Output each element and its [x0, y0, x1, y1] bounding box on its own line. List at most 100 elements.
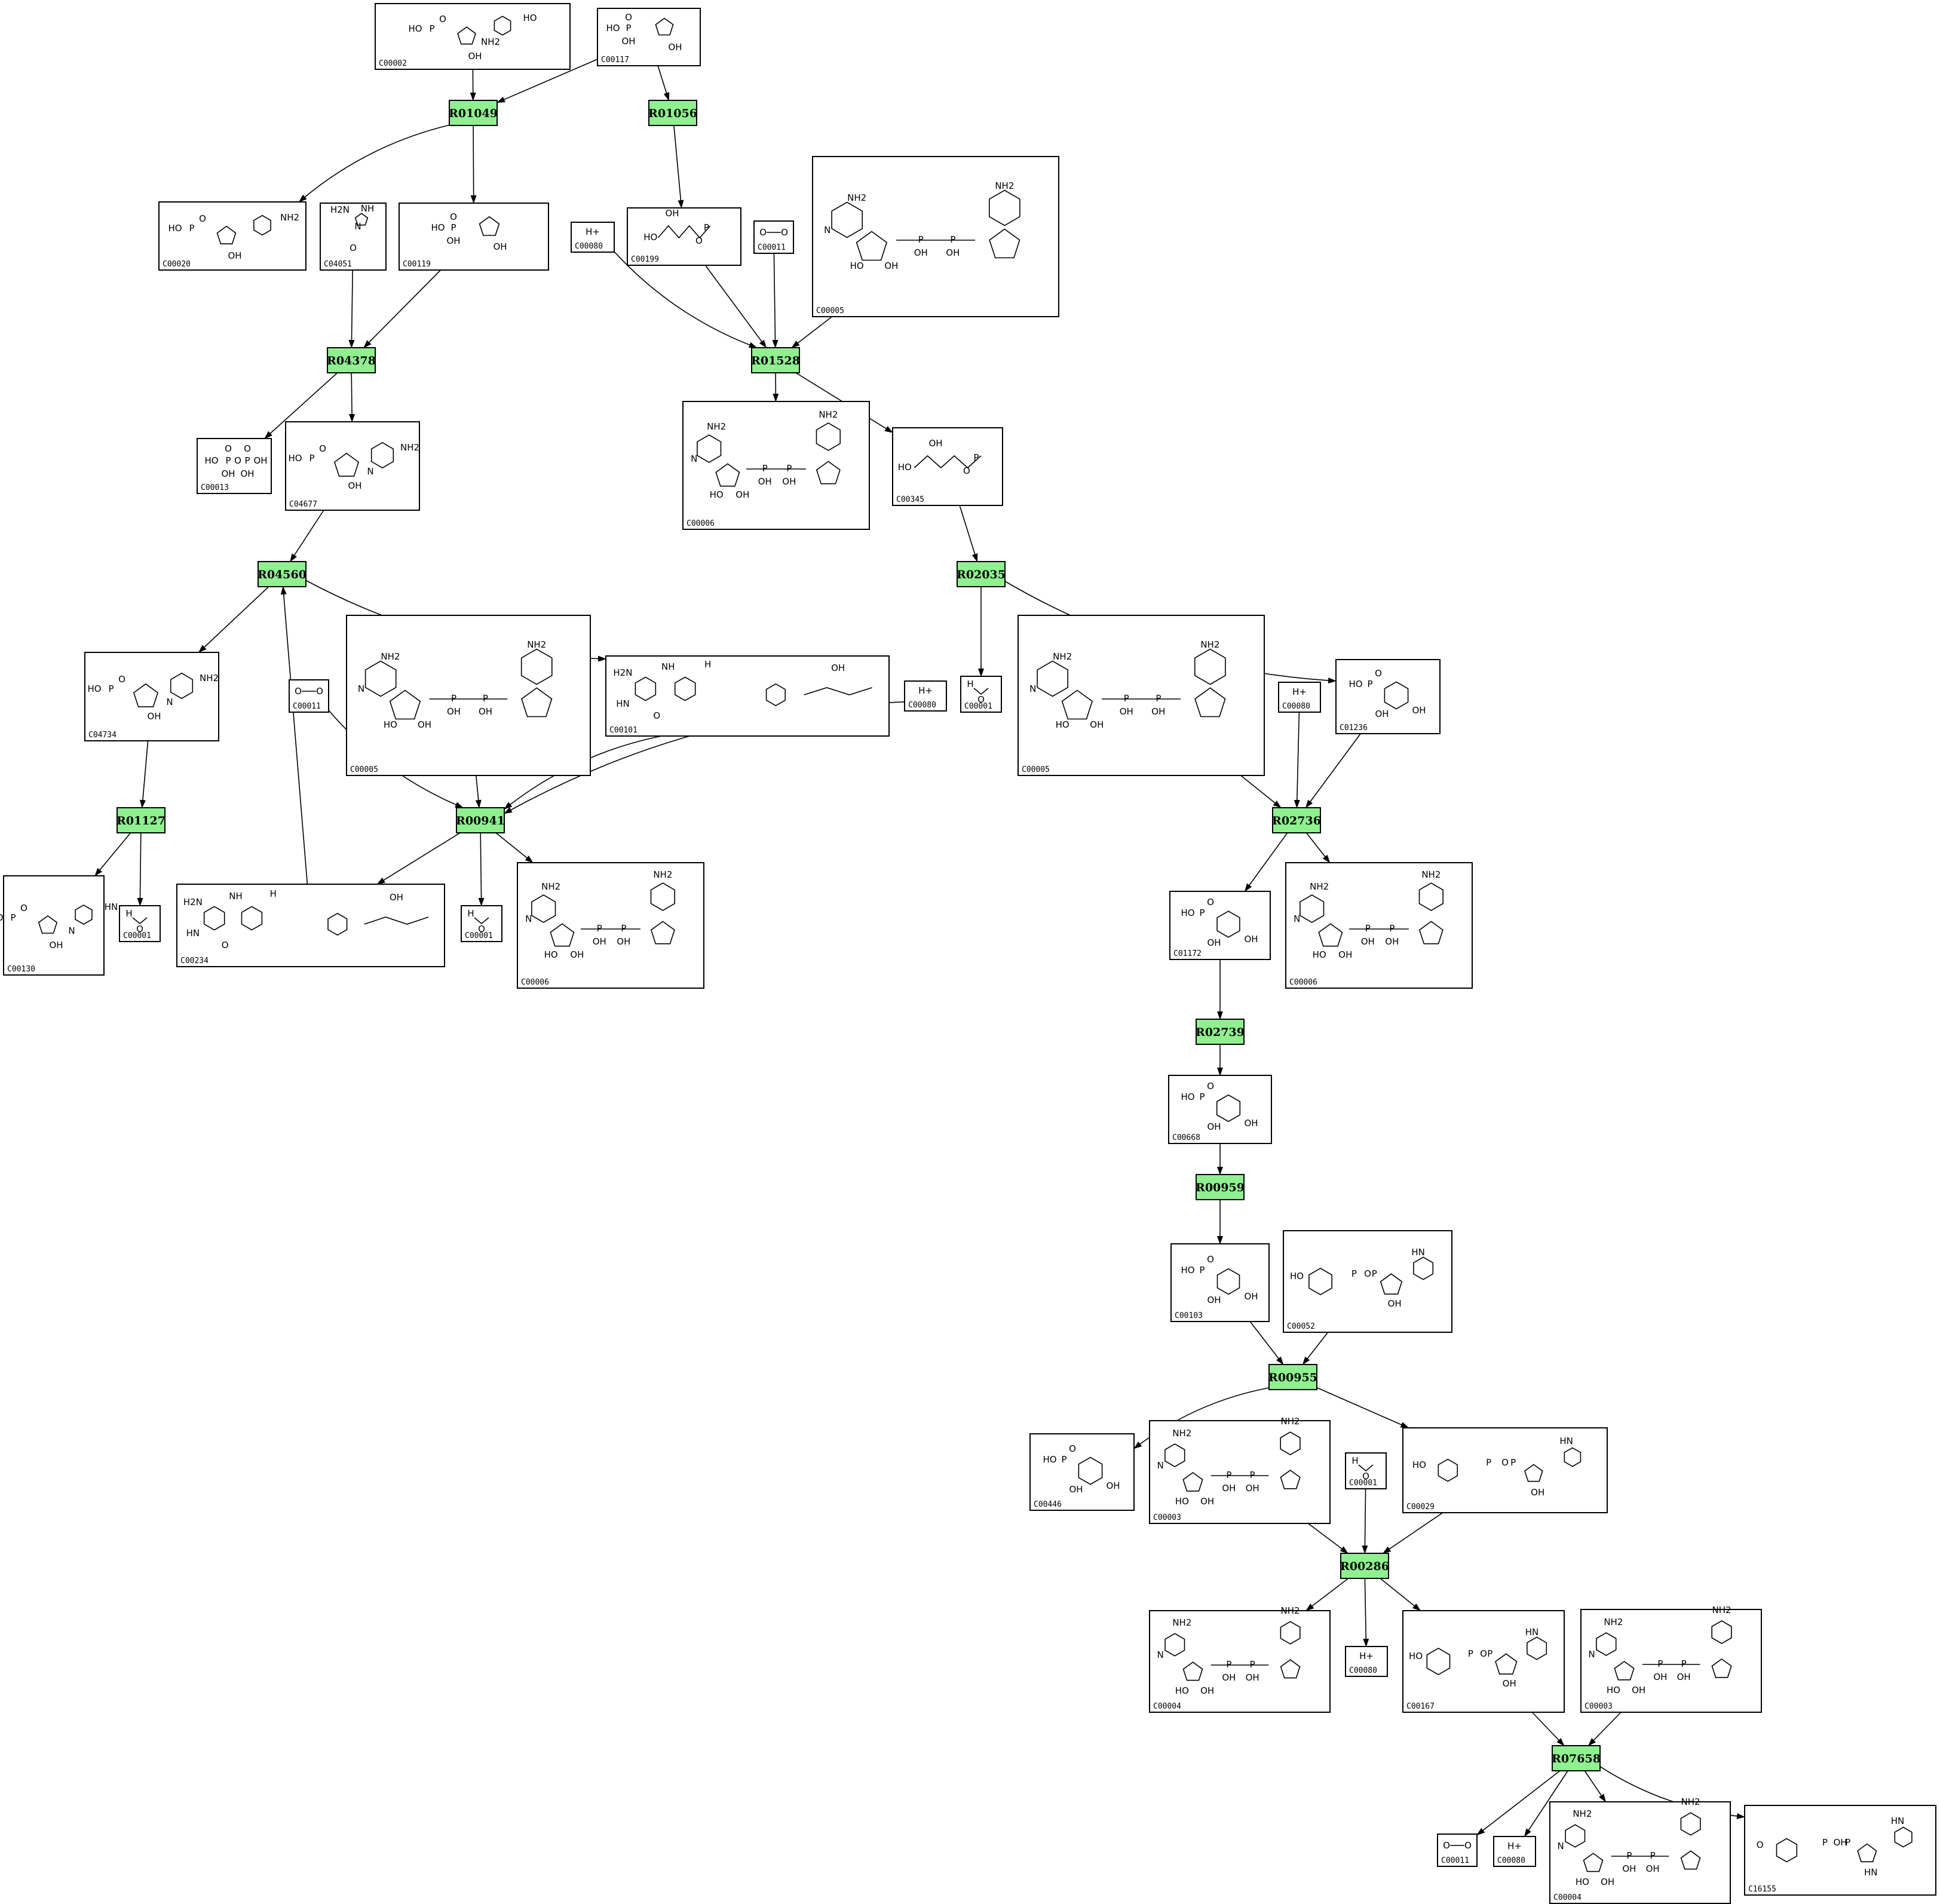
ring	[697, 434, 722, 463]
atom-label: OH	[1601, 1877, 1614, 1887]
compound-box	[84, 652, 219, 741]
compound-id-label: C00005	[350, 765, 378, 774]
reaction-r01528[interactable]: R01528	[751, 347, 800, 373]
atom-label: HO	[204, 455, 218, 466]
reaction-r01127[interactable]: R01127	[117, 807, 166, 833]
compound-id-label: C00080	[1497, 1856, 1525, 1865]
atom-label: O	[199, 213, 206, 224]
reaction-r00955[interactable]: R00955	[1268, 1364, 1317, 1390]
edge-r_R07658-n_C00080_e	[1524, 1770, 1568, 1837]
atom-label: OH	[447, 706, 461, 717]
edge-n_C00005_b-r_R00941	[475, 775, 482, 808]
ring	[989, 228, 1020, 259]
ring	[1061, 689, 1093, 720]
atom-label: OH	[253, 455, 267, 466]
reaction-r01056[interactable]: R01056	[648, 100, 697, 126]
atom-label: OH	[221, 468, 235, 479]
structure: H+	[1359, 1651, 1374, 1661]
atom-label: NH2	[280, 212, 299, 223]
ring	[1495, 1653, 1518, 1675]
reaction-r02739[interactable]: R02739	[1196, 1019, 1245, 1045]
reaction-r07658[interactable]: R07658	[1552, 1745, 1601, 1771]
reaction-r02035[interactable]: R02035	[957, 561, 1006, 587]
atom-label: HO	[1175, 1496, 1189, 1507]
reaction-r01049[interactable]: R01049	[449, 100, 498, 126]
ring	[1384, 681, 1409, 710]
compound-id-label: C00052	[1287, 1322, 1315, 1331]
ring	[1614, 1661, 1635, 1681]
reaction-r00941[interactable]: R00941	[456, 807, 505, 833]
ring	[457, 26, 476, 45]
edge-n_C00005_c-r_R02736	[1240, 775, 1282, 808]
ring	[1426, 1647, 1451, 1676]
edge-n_C00117-r_R01056	[657, 65, 670, 101]
compound-id-label: C00013	[201, 483, 229, 492]
reaction-r02736[interactable]: R02736	[1272, 807, 1321, 833]
atom-label: O	[316, 686, 323, 697]
compound-c00080[interactable]: H+C00080	[1493, 1836, 1536, 1867]
reaction-r04378[interactable]: R04378	[327, 347, 376, 373]
atom-label: OH	[928, 438, 942, 449]
edge-r_R01056-n_C00199	[673, 125, 684, 209]
reaction-box	[258, 561, 307, 587]
ring	[133, 683, 159, 707]
edge-n_C00345-r_R02035	[959, 505, 978, 562]
atom-label: O	[450, 211, 457, 222]
compound-c00080[interactable]: H+C00080	[1345, 1646, 1388, 1677]
compound-c00080[interactable]: H+C00080	[571, 222, 615, 253]
compound-box	[289, 679, 329, 713]
atom-label: P	[1845, 1837, 1850, 1848]
ring	[1300, 894, 1325, 923]
atom-label: OH	[1200, 1685, 1214, 1696]
compound-c00080[interactable]: H+C00080	[1278, 682, 1321, 713]
reaction-r04560[interactable]: R04560	[258, 561, 307, 587]
compound-c00080[interactable]: H+C00080	[904, 680, 947, 712]
reaction-r00286[interactable]: R00286	[1340, 1553, 1389, 1579]
reaction-r00959[interactable]: R00959	[1196, 1174, 1245, 1200]
atom-label: HO	[1313, 949, 1326, 960]
compound-c00130[interactable]: HOPOHNOHNC00130	[0, 875, 118, 976]
